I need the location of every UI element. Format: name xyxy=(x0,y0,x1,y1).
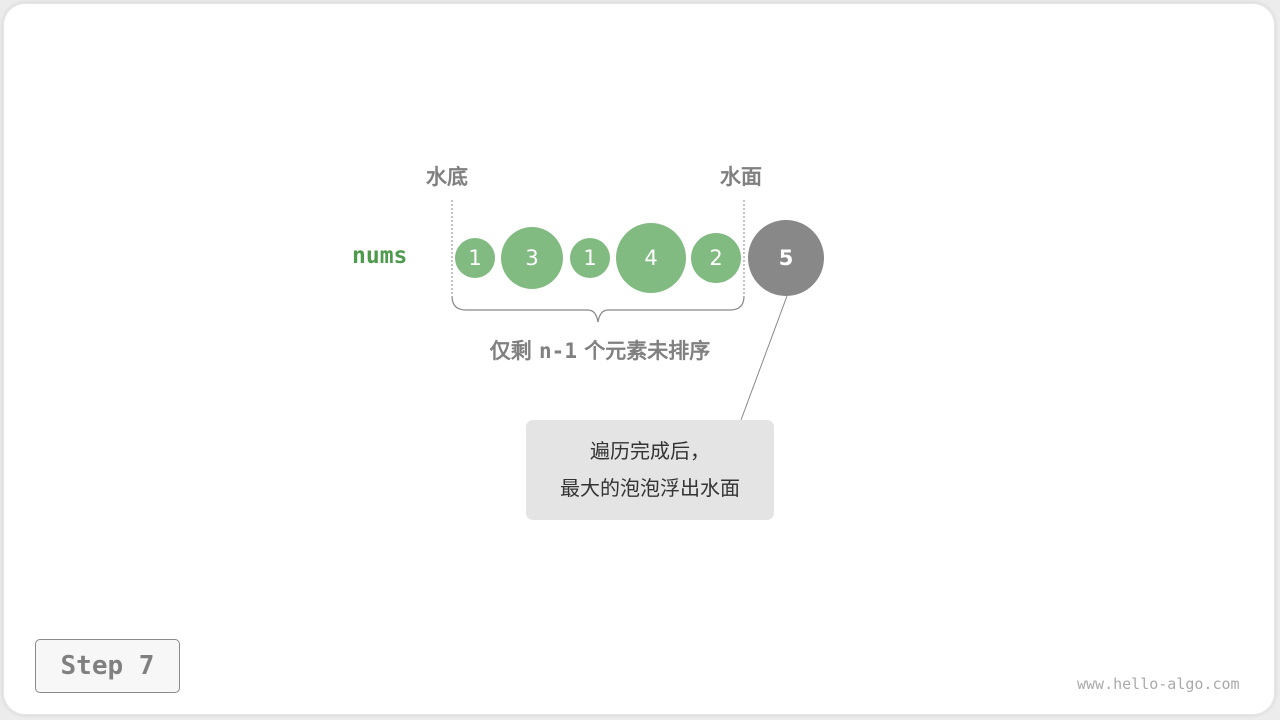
bubble-circle xyxy=(748,220,824,296)
label-water-bottom: 水底 xyxy=(426,165,468,189)
bubble-1: 3 xyxy=(501,227,563,289)
bubble-circle xyxy=(501,227,563,289)
step-indicator-button[interactable]: Step 7 xyxy=(35,639,180,693)
watermark: www.hello-algo.com xyxy=(1077,675,1240,693)
bubble-3: 4 xyxy=(616,223,686,293)
bubble-2: 1 xyxy=(570,238,610,278)
label-water-surface: 水面 xyxy=(720,165,762,189)
bubble-0: 1 xyxy=(455,238,495,278)
annotation-note: 遍历完成后， 最大的泡泡浮出水面 xyxy=(526,420,774,520)
bubble-value: 1 xyxy=(468,246,481,270)
bubble-circle xyxy=(455,238,495,278)
array-name-label: nums xyxy=(352,243,408,269)
bubble-circle xyxy=(570,238,610,278)
note-line-1: 遍历完成后， xyxy=(590,439,710,463)
bubble-value: 2 xyxy=(709,246,722,270)
bubble-5: 5 xyxy=(748,220,824,296)
bubble-circle xyxy=(616,223,686,293)
brace-icon xyxy=(451,295,745,323)
caption-suffix: 个元素未排序 xyxy=(576,339,711,363)
bubble-value: 1 xyxy=(583,246,596,270)
bubble-value: 3 xyxy=(525,246,538,270)
slide-frame xyxy=(3,3,1275,715)
bubble-value: 4 xyxy=(644,246,657,270)
bubble-4: 2 xyxy=(691,233,741,283)
caption-code: n-1 xyxy=(539,339,577,363)
unsorted-caption: 仅剩 n-1 个元素未排序 xyxy=(440,335,760,365)
note-line-2: 最大的泡泡浮出水面 xyxy=(560,476,740,500)
bubble-circle xyxy=(691,233,741,283)
pointer-line xyxy=(740,295,788,421)
caption-prefix: 仅剩 xyxy=(489,339,540,363)
bubble-value: 5 xyxy=(779,246,794,270)
